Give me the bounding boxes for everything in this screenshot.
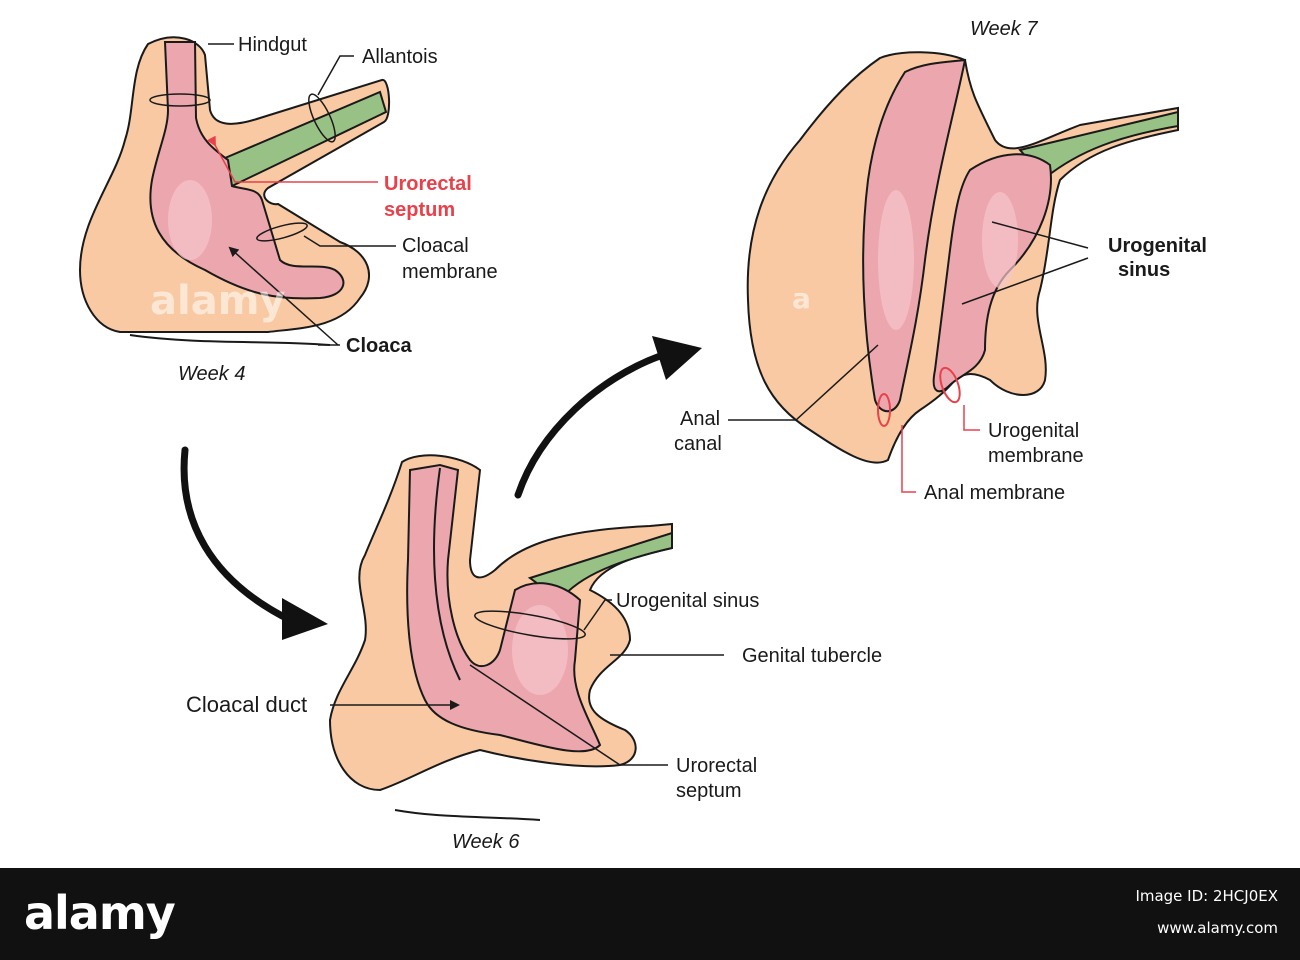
label-urogenital-sinus-w7-1: Urogenital: [1108, 235, 1207, 257]
week6-rectum-wall: [433, 467, 461, 681]
label-urogenital-membrane-1: Urogenital: [988, 420, 1079, 442]
footer-image-info: Image ID: 2HCJ0EX www.alamy.com: [1135, 880, 1278, 944]
label-urorectal-septum-w6-1: Urorectal: [676, 755, 757, 777]
arrow-week6-to-week7: [514, 352, 664, 499]
label-week4: Week 4: [178, 363, 245, 385]
arrow-week4-to-week6: [180, 446, 294, 624]
week4-bottom-line: [129, 334, 331, 346]
week7-leaders: [728, 221, 1089, 493]
week6-highlight: [512, 605, 568, 695]
label-genital-tubercle: Genital tubercle: [742, 645, 882, 667]
label-cloacal-membrane-1: Cloacal: [402, 235, 469, 257]
label-urogenital-sinus-w7-2: sinus: [1118, 259, 1170, 281]
week4-embryo: [78, 36, 390, 346]
label-urorectal-septum-2: septum: [384, 199, 455, 221]
label-cloacal-membrane-2: membrane: [402, 261, 498, 283]
week7-highlight-b: [982, 192, 1018, 288]
label-urorectal-septum-w6-2: septum: [676, 780, 742, 802]
labels: Hindgut Allantois Urorectal septum Cloac…: [178, 18, 1207, 853]
week7-allantois-band: [1018, 110, 1179, 180]
image-id: Image ID: 2HCJ0EX: [1135, 887, 1278, 905]
week4-highlight: [168, 180, 212, 260]
label-anal-canal-1: Anal: [680, 408, 720, 430]
week7-highlight-a: [878, 190, 914, 330]
label-allantois: Allantois: [362, 46, 438, 68]
label-anal-membrane: Anal membrane: [924, 482, 1065, 504]
label-cloacal-duct: Cloacal duct: [186, 692, 307, 717]
site-url: www.alamy.com: [1157, 919, 1278, 937]
urogenital-sinus-ring: [474, 610, 586, 640]
urogenital-membrane-ring: [939, 366, 961, 404]
label-week7: Week 7: [970, 18, 1038, 40]
label-anal-canal-2: canal: [674, 433, 722, 455]
week7-embryo: [746, 51, 1179, 464]
footer-bar: alamy Image ID: 2HCJ0EX www.alamy.com: [0, 868, 1300, 960]
cloacal-membrane-ring: [256, 222, 308, 242]
label-hindgut: Hindgut: [238, 34, 307, 56]
hindgut-ring: [149, 93, 211, 107]
week6-leaders: [330, 599, 724, 766]
label-week6: Week 6: [452, 831, 520, 853]
week6-bottom-line: [394, 809, 541, 821]
week6-embryo: [328, 454, 673, 821]
label-urogenital-membrane-2: membrane: [988, 445, 1084, 467]
footer-brand-logo: alamy: [24, 886, 176, 940]
label-cloaca: Cloaca: [346, 335, 412, 357]
allantois-ring: [308, 93, 336, 143]
label-urorectal-septum-1: Urorectal: [384, 173, 472, 195]
label-urogenital-sinus-w6: Urogenital sinus: [616, 590, 759, 612]
week6-mesoderm: [328, 454, 673, 792]
week4-leaders: [206, 43, 396, 346]
progression-arrows: [180, 336, 702, 640]
anal-membrane-ring: [877, 393, 891, 427]
cloaca-development-diagram: Hindgut Allantois Urorectal septum Cloac…: [78, 18, 1207, 853]
